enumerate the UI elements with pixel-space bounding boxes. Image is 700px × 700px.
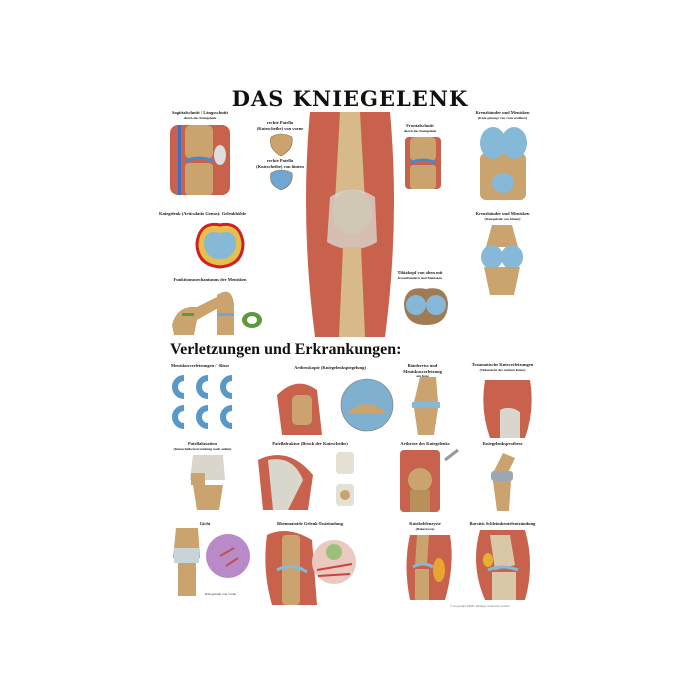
- injuries-heading: Verletzungen und Erkrankungen:: [170, 341, 402, 358]
- frontal-illustration: [405, 137, 441, 189]
- bursitis-title: Bursitis Schleimbeutelentzündung: [469, 521, 536, 526]
- traumatic-title: Traumatische Knieverletzungen(Teilansich…: [471, 362, 534, 372]
- rheumatoid-title: Rheumatoide Gelenk-Entzündung: [277, 521, 343, 526]
- main-knee-illustration: [306, 112, 394, 337]
- patella-back-illustration: [270, 169, 293, 191]
- sagittal-illustration: [170, 125, 230, 195]
- patella-fracture-illustration: [258, 452, 354, 510]
- meniscus-function-illustration: [172, 291, 262, 335]
- gout-illustration: [173, 528, 250, 596]
- cruciate-front-illustration: [480, 127, 527, 200]
- baker-cyst-illustration: [406, 535, 452, 600]
- traumatic-illustration: [483, 380, 532, 438]
- joint-cavity-title: Kniegelenk (Articulatio Genus): Gelenkhö…: [158, 211, 247, 216]
- arthrosis-illustration: [400, 448, 459, 512]
- patella-luxation-illustration: [190, 455, 225, 510]
- cruciate-front-title: Kreuzbänder und Menisken(Knie gebeugt vo…: [475, 110, 530, 120]
- patella-front-title: rechte Patella (Kniescheibe) von vorne: [256, 120, 304, 131]
- meniscus-injuries-title: Meniskusverletzungen / -Risse: [170, 363, 230, 368]
- tibia-head-illustration: [404, 288, 448, 325]
- meniscus-injuries-illustration: [172, 375, 233, 429]
- meniscus-function-title: Funktionsmechanismus der Menisken: [173, 277, 247, 282]
- arthrosis-title: Arthrose des Kniegelenks: [400, 441, 450, 446]
- prosthesis-title: Kniegelenksprothese: [482, 441, 523, 446]
- arthroscopy-illustration: [277, 378, 394, 435]
- cruciate-back-title: Kreuzbänder und Menisken(Kniegelenk von …: [475, 211, 530, 221]
- poster-title: DAS KNIEGELENK: [231, 86, 469, 111]
- prosthesis-illustration: [491, 453, 515, 511]
- gout-caption: Kniegelenk von vorne: [205, 592, 237, 596]
- patella-front-illustration: [270, 133, 293, 157]
- baker-cyst-title: Kniekehlenzyste(Bakerzyste): [409, 521, 441, 531]
- cruciate-back-illustration: [481, 225, 523, 295]
- bursitis-illustration: [476, 530, 530, 600]
- rheumatoid-illustration: [265, 531, 356, 605]
- ligament-tear-illustration: [412, 377, 440, 435]
- patella-back-title: rechte Patella (Kniescheibe) von hinten: [256, 158, 304, 169]
- gout-title: Gicht: [199, 521, 211, 526]
- copyright: © Copyright 1998 / Rüdiger Anatomie GmbH: [450, 604, 510, 608]
- patella-fracture-title: Patellafraktur (Bruch der Kniescheibe): [272, 441, 348, 446]
- joint-cavity-illustration: [195, 222, 245, 269]
- arthroscopy-title: Arthroskopie (Kniegelenkspiegelung): [294, 365, 366, 370]
- patella-luxation-title: Patellaluxation(Kniescheibenverrenkung n…: [173, 441, 232, 451]
